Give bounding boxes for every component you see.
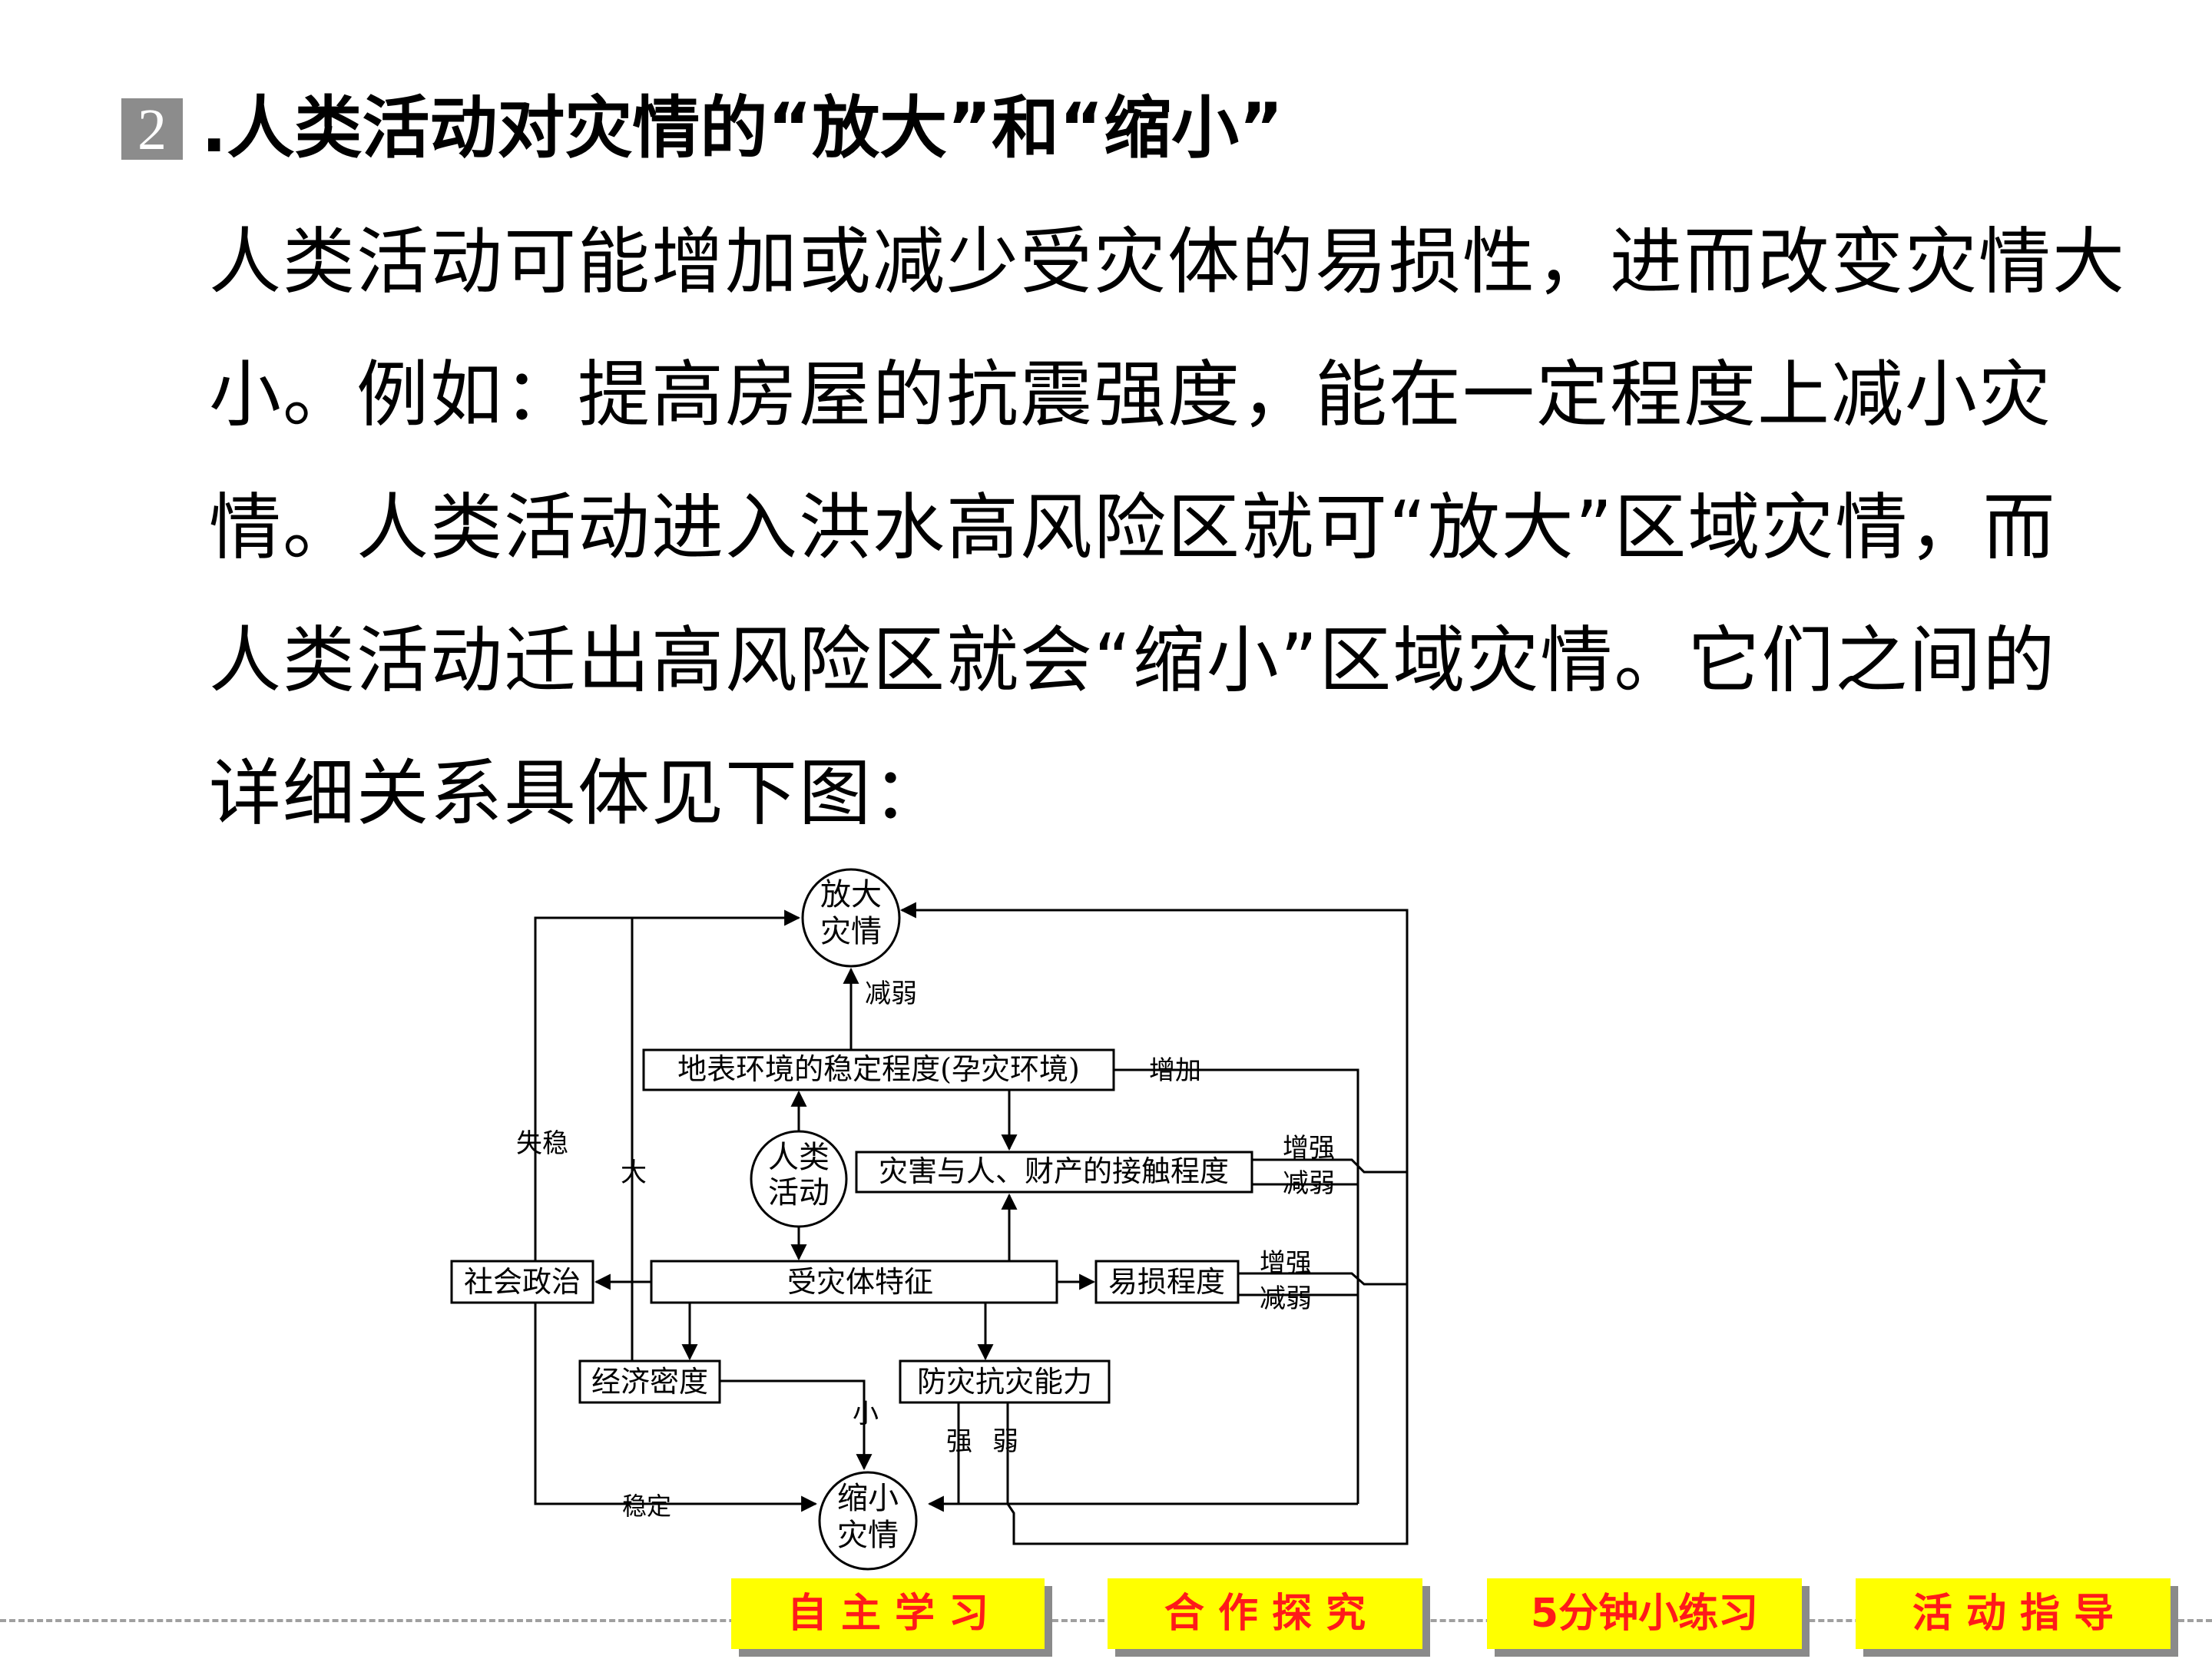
nav-guide-button[interactable]: 活 动 指 导 bbox=[1856, 1578, 2171, 1649]
human-text-2: 活动 bbox=[768, 1175, 830, 1210]
social-politics-label: 社会政治 bbox=[464, 1265, 581, 1299]
reduce-disaster-node bbox=[818, 1471, 918, 1571]
amplify-text-1: 放大 bbox=[820, 877, 882, 912]
label-small: 小 bbox=[853, 1399, 879, 1429]
reduce-text-2: 灾情 bbox=[837, 1518, 899, 1553]
nav-self-study-button[interactable]: 自 主 学 习 bbox=[731, 1578, 1045, 1649]
section-heading: .人类活动对灾情的“放大”和“缩小” bbox=[201, 88, 1283, 167]
label-strengthen-1: 增强 bbox=[1283, 1133, 1335, 1164]
body-paragraph: 人类活动可能增加或减少受灾体的易损性，进而改变灾情大小。例如：提高房屋的抗震强度… bbox=[209, 220, 2127, 836]
nav-cooperate-button[interactable]: 合 作 探 究 bbox=[1108, 1578, 1422, 1649]
label-large: 大 bbox=[621, 1157, 647, 1188]
environment-label: 地表环境的稳定程度(孕灾环境) bbox=[677, 1052, 1080, 1086]
vulnerability-label: 易损程度 bbox=[1108, 1265, 1225, 1299]
label-increase: 增加 bbox=[1149, 1055, 1201, 1086]
human-text-1: 人类 bbox=[768, 1140, 830, 1175]
amplify-text-2: 灾情 bbox=[820, 914, 882, 949]
social-politics-box bbox=[450, 1260, 594, 1304]
nav-practice-button[interactable]: 5分钟小练习 bbox=[1487, 1578, 1802, 1649]
label-weaken-3: 减弱 bbox=[1260, 1283, 1312, 1314]
reduce-text-1: 缩小 bbox=[837, 1481, 899, 1516]
section-number-badge: 2 bbox=[121, 98, 183, 161]
contact-label: 灾害与人、财产的接触程度 bbox=[879, 1154, 1229, 1188]
nav-divider bbox=[0, 1619, 2212, 1622]
amplify-disaster-node bbox=[801, 868, 901, 968]
label-strengthen-2: 增强 bbox=[1260, 1248, 1312, 1279]
prevention-capacity-label: 防灾抗灾能力 bbox=[917, 1365, 1092, 1399]
label-weaken-1: 减弱 bbox=[865, 979, 917, 1009]
label-strong: 强 bbox=[946, 1426, 972, 1457]
label-stable: 稳定 bbox=[622, 1492, 671, 1521]
bearer-label: 受灾体特征 bbox=[787, 1265, 933, 1299]
economic-density-label: 经济密度 bbox=[591, 1365, 708, 1399]
label-weak: 弱 bbox=[992, 1426, 1018, 1457]
prevention-capacity-box bbox=[899, 1359, 1111, 1404]
vulnerability-box bbox=[1094, 1260, 1240, 1304]
contact-box bbox=[855, 1151, 1253, 1194]
label-unstable: 失稳 bbox=[516, 1128, 568, 1159]
label-weaken-2: 减弱 bbox=[1283, 1168, 1335, 1199]
